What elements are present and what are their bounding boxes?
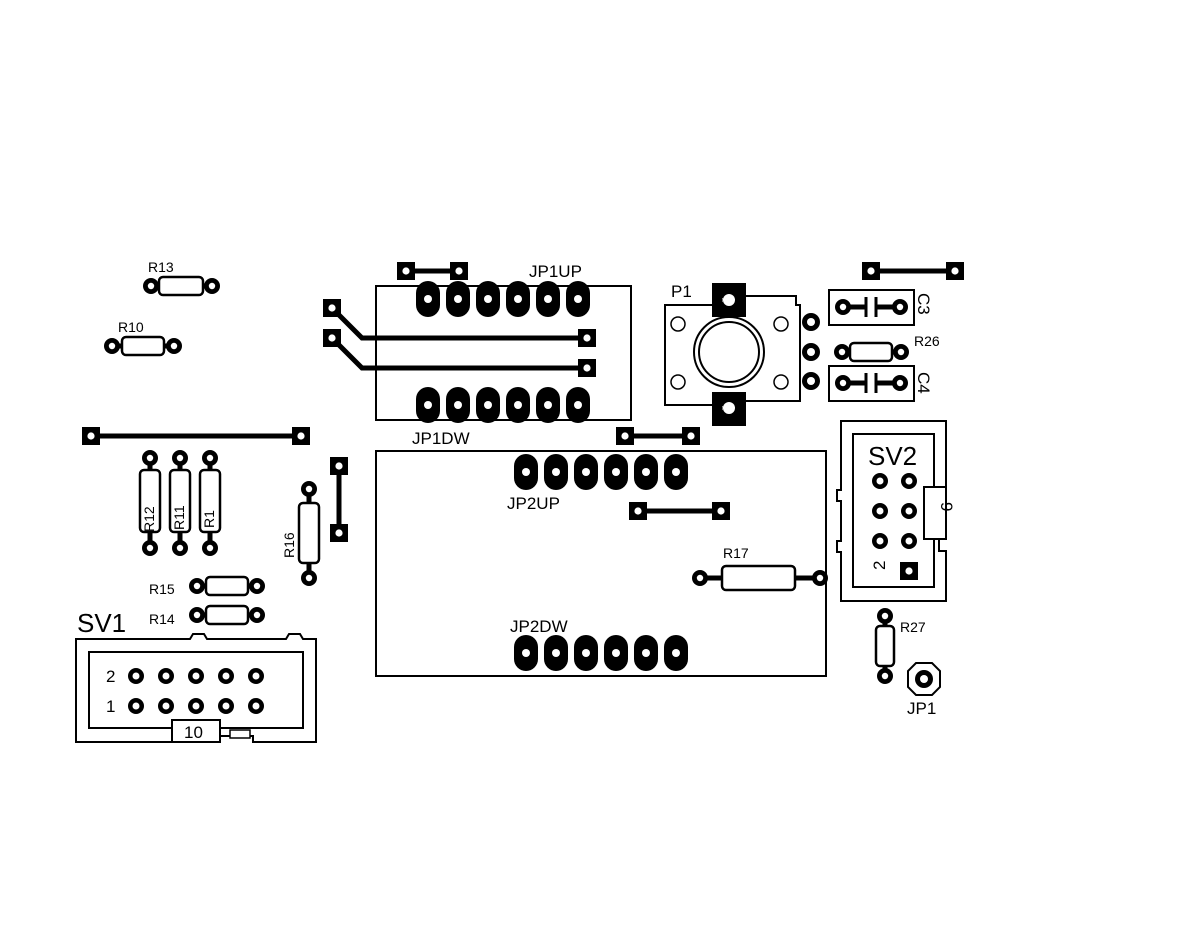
jp2up-label: JP2UP	[507, 494, 560, 513]
jp1dw-label: JP1DW	[412, 429, 470, 448]
sv1-label: SV1	[77, 608, 126, 638]
r26-label: R26	[914, 333, 940, 349]
resistor-r17: R17	[692, 545, 828, 592]
resistor-r10: R10	[104, 319, 182, 357]
wire-jumper-inner	[629, 502, 730, 520]
sv2-label: SV2	[868, 441, 917, 471]
r13-label: R13	[148, 259, 174, 275]
p1-label: P1	[671, 282, 692, 301]
p1-m1-label: M1	[722, 298, 729, 304]
p1-side-pads	[802, 313, 820, 390]
sv1-row2-label: 2	[106, 667, 115, 686]
p1-m2-label: M2	[722, 406, 729, 412]
capacitor-c4: C4	[828, 365, 933, 402]
capacitor-c3: C3	[828, 289, 933, 326]
header-jp1-frame: JP1UP JP1DW	[375, 262, 632, 448]
resistor-r27: R27	[874, 608, 926, 684]
r15-label: R15	[149, 581, 175, 597]
r11-label: R11	[171, 505, 187, 530]
r14-label: R14	[149, 611, 175, 627]
r27-label: R27	[900, 619, 926, 635]
r16-label: R16	[281, 532, 297, 558]
resistor-r1: R1	[198, 450, 222, 556]
resistor-r11: R11	[168, 450, 192, 556]
c3-label: C3	[914, 293, 933, 315]
wire-jumper-r16	[330, 457, 348, 542]
wire-jumper-mid	[616, 427, 700, 445]
resistor-r12: R12	[138, 450, 162, 556]
connector-sv1: SV1 10 2 1	[75, 608, 317, 743]
trace-jp1-lower	[323, 329, 596, 377]
pushbutton-p1: P1 M1 M2	[664, 282, 801, 426]
wire-jumper-left	[82, 427, 310, 445]
jp1up-label: JP1UP	[529, 262, 582, 281]
resistor-r16: R16	[281, 481, 321, 586]
jp2dw-label: JP2DW	[510, 617, 568, 636]
header-jp2-frame: JP2UP JP2DW	[375, 450, 827, 677]
resistor-r15: R15	[149, 575, 265, 597]
sv1-key-label: 10	[184, 723, 203, 742]
sv2-pin2-label: 2	[870, 561, 889, 570]
r12-label: R12	[141, 506, 157, 532]
wire-jumper-top	[397, 262, 468, 280]
r17-label: R17	[723, 545, 749, 561]
r10-label: R10	[118, 319, 144, 335]
jumper-pad-jp1: JP1	[907, 662, 941, 718]
connector-sv2: SV2 9 2	[836, 420, 956, 602]
trace-jp1-upper	[323, 299, 596, 347]
r1-label: R1	[201, 510, 217, 528]
wire-jumper-top-right	[862, 262, 964, 280]
resistor-r13: R13	[143, 259, 220, 297]
c4-label: C4	[914, 372, 933, 394]
sv2-key-label: 9	[937, 502, 956, 511]
resistor-r26: R26	[834, 333, 940, 363]
resistor-r14: R14	[149, 604, 265, 627]
sv1-row1-label: 1	[106, 697, 115, 716]
jp1-label: JP1	[907, 699, 936, 718]
